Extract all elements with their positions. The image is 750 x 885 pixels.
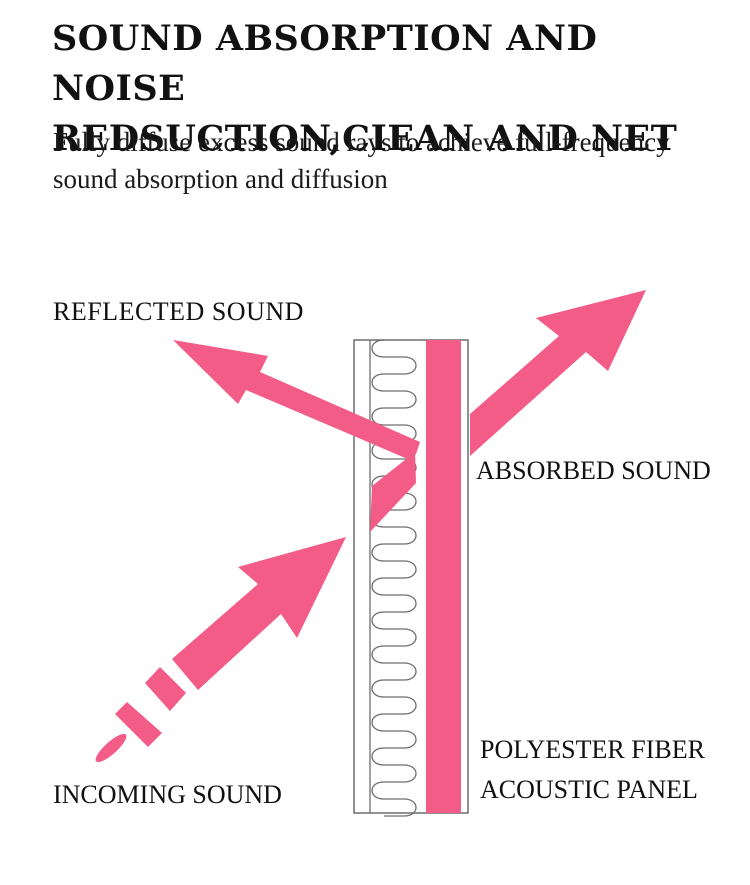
incoming-dash-1: [145, 667, 186, 711]
reflected-sound-label: REFLECTED SOUND: [53, 297, 304, 326]
incoming-sound-label: INCOMING SOUND: [53, 780, 282, 809]
reflected-sound-arrow: [173, 340, 420, 460]
incoming-arrow-shaft: [370, 452, 416, 532]
subtitle-line-1: Fully diffuse excess sound rays to achie…: [53, 127, 670, 157]
panel-label: POLYESTER FIBER ACOUSTIC PANEL: [480, 730, 705, 810]
subtitle: Fully diffuse excess sound rays to achie…: [53, 124, 748, 198]
incoming-dash-3: [95, 733, 127, 763]
incoming-sound-arrow: [172, 537, 346, 690]
subtitle-line-2: sound absorption and diffusion: [53, 164, 388, 194]
page-title: SOUND ABSORPTION AND NOISE REDSUCTION,CI…: [52, 14, 742, 164]
panel-label-line-1: POLYESTER FIBER: [480, 735, 705, 764]
incoming-dash-2: [115, 702, 162, 747]
title-line-1: SOUND ABSORPTION AND NOISE: [52, 18, 598, 109]
absorbed-sound-arrow: [470, 290, 646, 456]
absorbed-sound-label: ABSORBED SOUND: [476, 456, 711, 485]
title-line-2: REDSUCTION,CIEAN AND NET: [52, 118, 678, 159]
panel-solid-layer: [426, 340, 461, 813]
panel-label-line-2: ACOUSTIC PANEL: [480, 775, 698, 804]
